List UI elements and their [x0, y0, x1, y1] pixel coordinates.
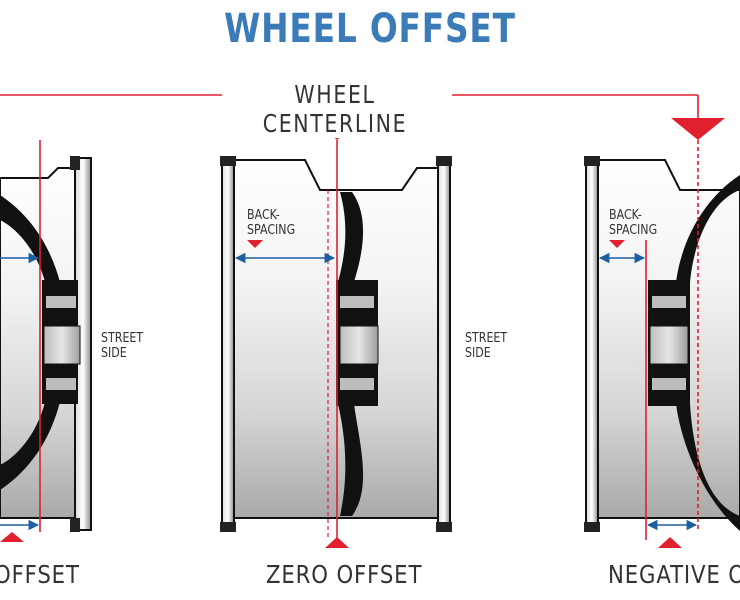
caption-zero-offset: ZERO OFFSET	[266, 560, 423, 589]
caption-positive-offset: OFFSET	[0, 560, 80, 589]
wheel-zero-offset	[220, 140, 452, 548]
diagram-title: WHEEL OFFSET	[224, 6, 516, 52]
caption-negative-offset: NEGATIVE OF	[608, 560, 740, 589]
wheel-positive-offset	[0, 140, 92, 542]
wheel-negative-offset	[584, 140, 740, 548]
centerline-marker-negative	[671, 118, 725, 140]
street-side-label-positive: STREET SIDE	[101, 331, 144, 361]
wheel-centerline-label: WHEEL CENTERLINE	[240, 80, 430, 138]
back-spacing-label-negative: BACK- SPACING	[609, 208, 658, 238]
street-side-label-zero: STREET SIDE	[465, 331, 508, 361]
back-spacing-label-zero: BACK- SPACING	[247, 208, 296, 238]
